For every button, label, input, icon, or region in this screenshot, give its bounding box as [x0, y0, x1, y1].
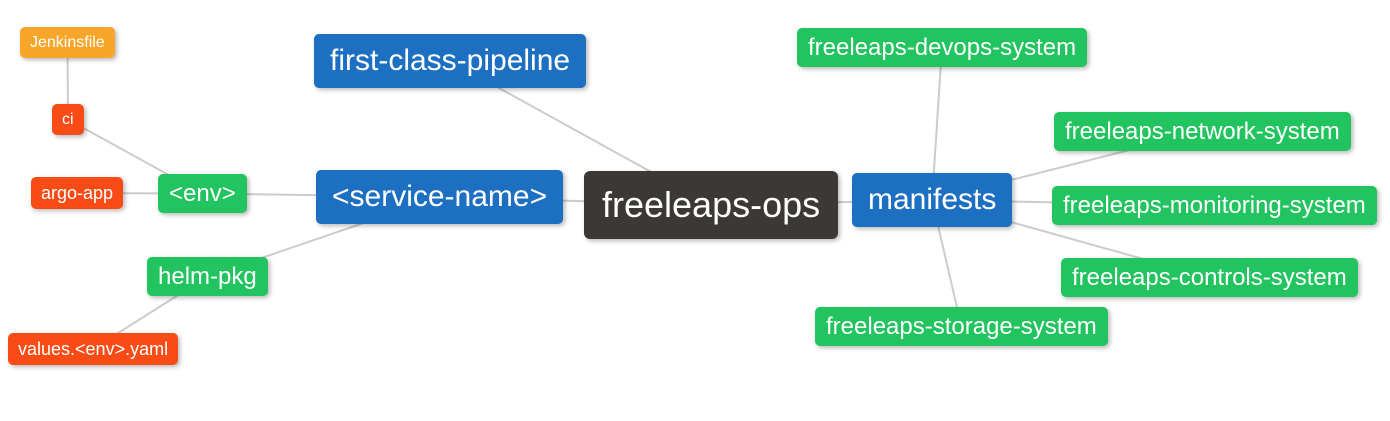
node-helm-pkg[interactable]: helm-pkg: [147, 257, 268, 296]
node-ci[interactable]: ci: [52, 104, 84, 135]
node-service-name[interactable]: <service-name>: [316, 170, 564, 224]
node-freeleaps-devops-system[interactable]: freeleaps-devops-system: [797, 28, 1088, 67]
node-freeleaps-monitoring-system[interactable]: freeleaps-monitoring-system: [1052, 186, 1377, 225]
node-first-class-pipeline[interactable]: first-class-pipeline: [314, 34, 587, 88]
node-freeleaps-network-system[interactable]: freeleaps-network-system: [1054, 112, 1351, 151]
node-jenkinsfile[interactable]: Jenkinsfile: [20, 27, 115, 58]
node-env[interactable]: <env>: [158, 174, 247, 213]
node-argo-app[interactable]: argo-app: [31, 177, 124, 209]
node-freeleaps-storage-system[interactable]: freeleaps-storage-system: [815, 307, 1108, 346]
node-freeleaps-controls-system[interactable]: freeleaps-controls-system: [1061, 258, 1358, 297]
node-manifests[interactable]: manifests: [852, 173, 1013, 227]
node-freeleaps-ops-root[interactable]: freeleaps-ops: [584, 171, 839, 239]
node-values-env-yaml[interactable]: values.<env>.yaml: [8, 333, 179, 365]
